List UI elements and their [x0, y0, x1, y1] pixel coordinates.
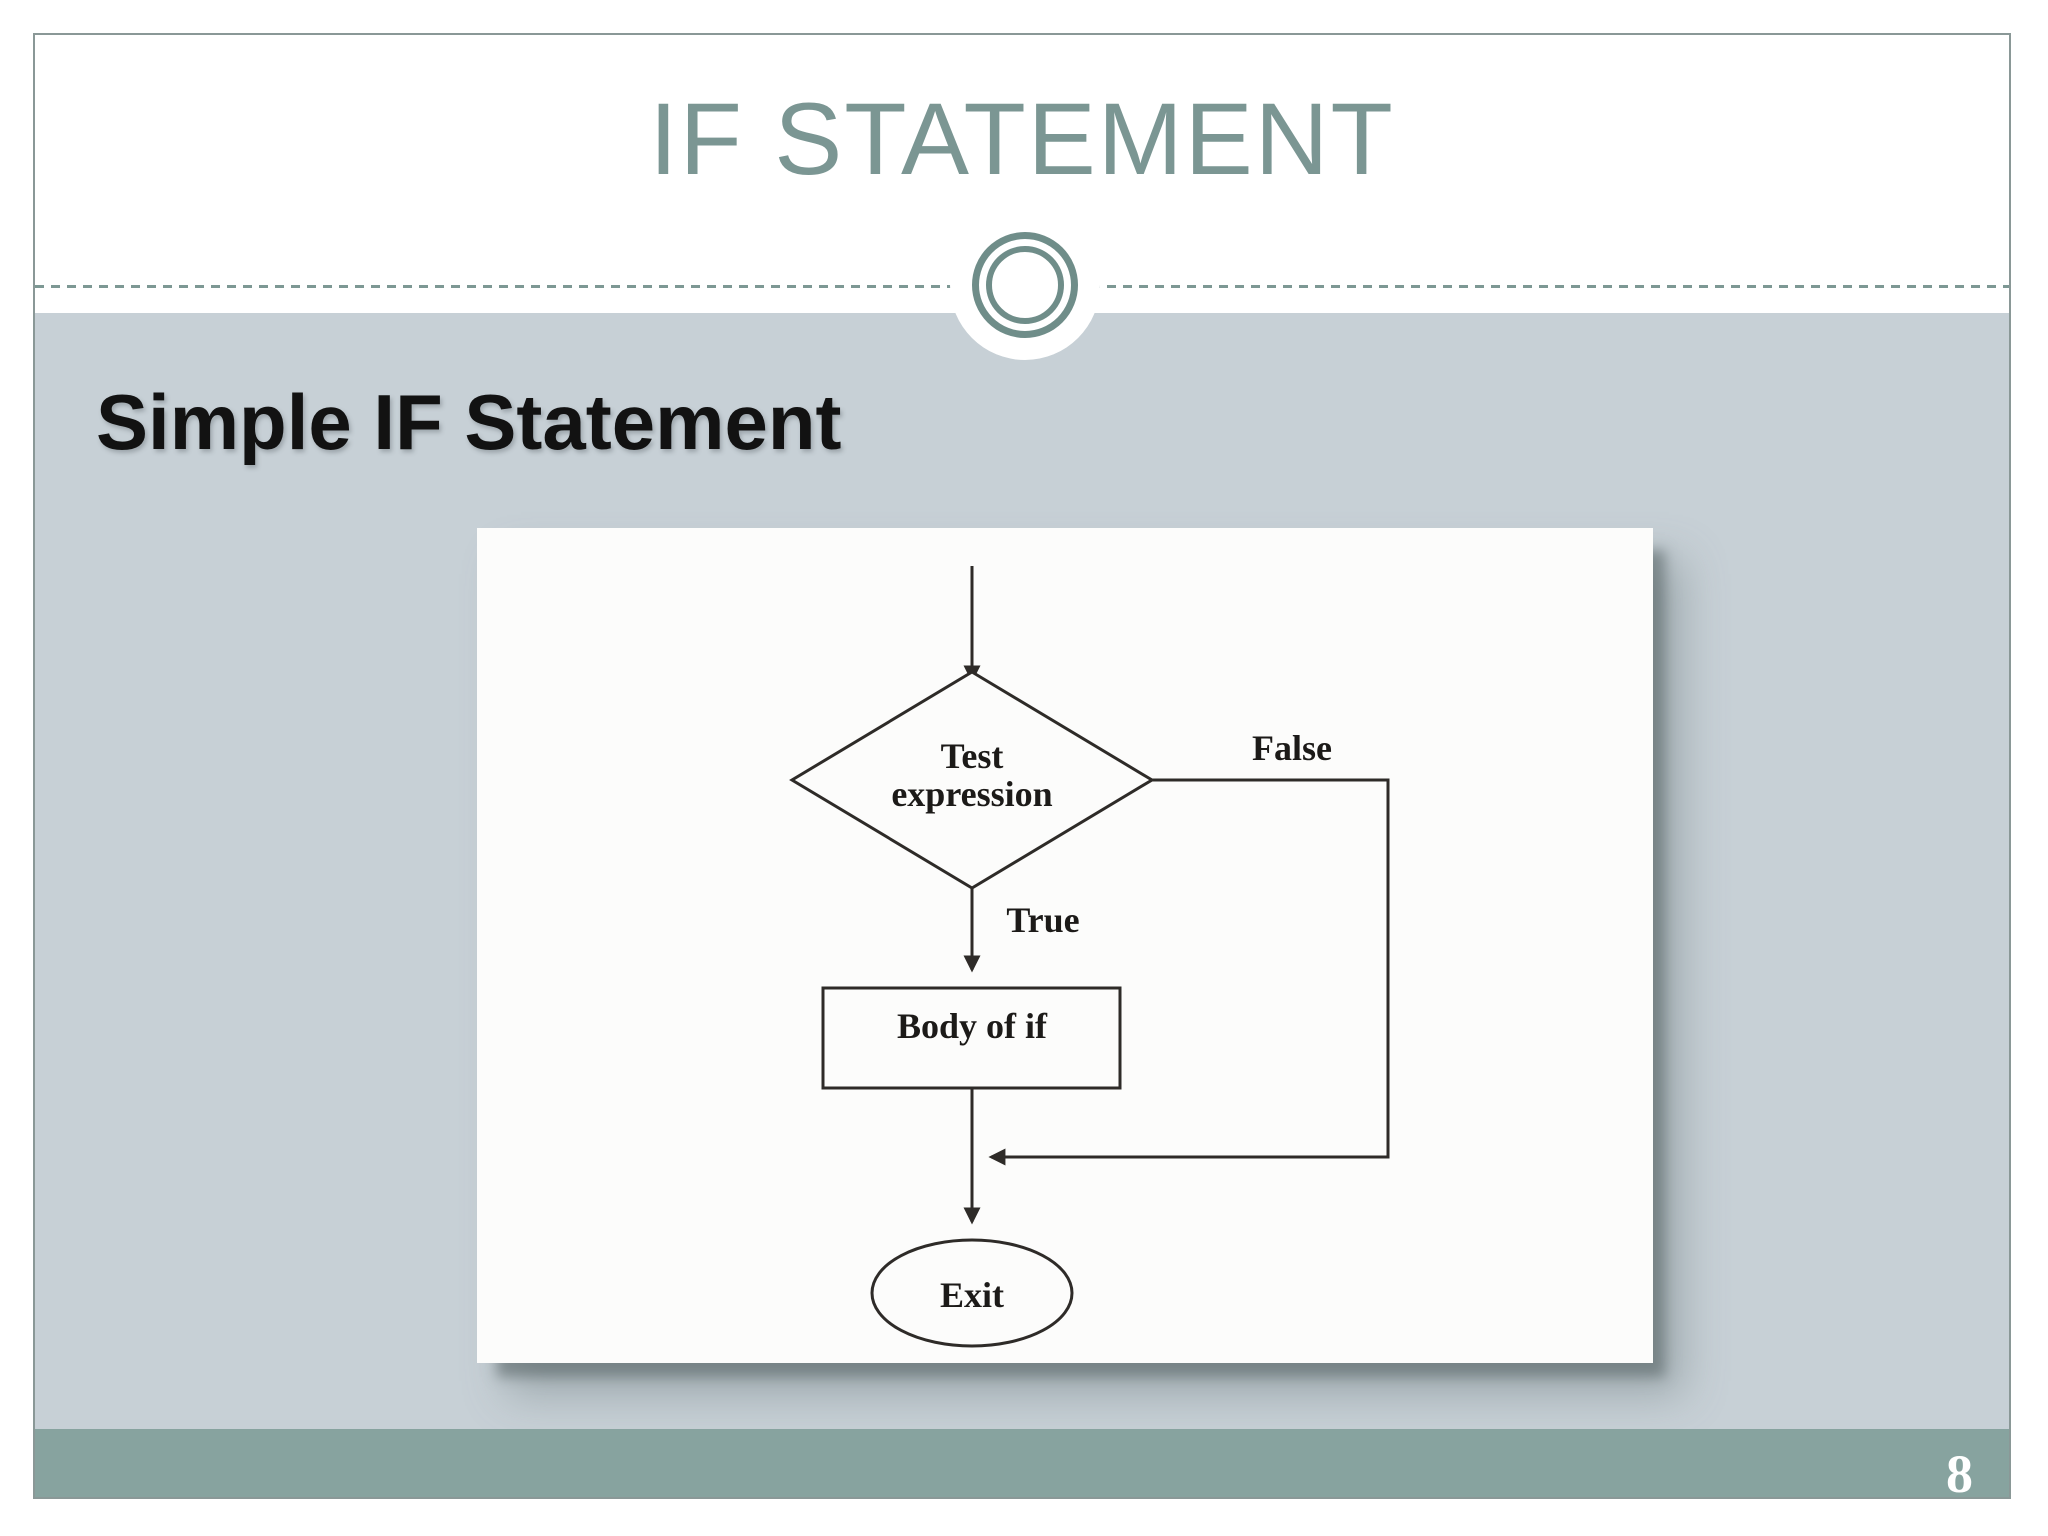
- false-edge: [988, 778, 1390, 1166]
- footer-band: 8: [35, 1429, 2009, 1497]
- flowchart-panel: Test expression False True Body of if Ex…: [477, 528, 1653, 1363]
- ornament-outer-ring: [972, 232, 1078, 338]
- slide-title: IF STATEMENT: [649, 82, 1395, 196]
- exit-ellipse: [870, 1238, 1074, 1348]
- decision-label-line2: expression: [891, 774, 1052, 814]
- exit-label: Exit: [940, 1275, 1004, 1315]
- slide-subtitle: Simple IF Statement: [96, 378, 842, 466]
- double-circle-ornament-icon: [950, 210, 1100, 360]
- flowchart-diagram: Test expression False True Body of if Ex…: [789, 566, 1390, 1348]
- page-number: 8: [1946, 1444, 1973, 1499]
- process-box: [821, 986, 1122, 1090]
- decision-label-line1: Test: [941, 736, 1004, 776]
- false-edge-label: False: [1252, 728, 1332, 768]
- process-box-label: Body of if: [897, 1006, 1048, 1046]
- slide-frame: IF STATEMENT Simple IF Statement Test: [33, 33, 2011, 1499]
- true-edge-label: True: [1006, 900, 1079, 940]
- ornament-inner-ring: [986, 246, 1064, 324]
